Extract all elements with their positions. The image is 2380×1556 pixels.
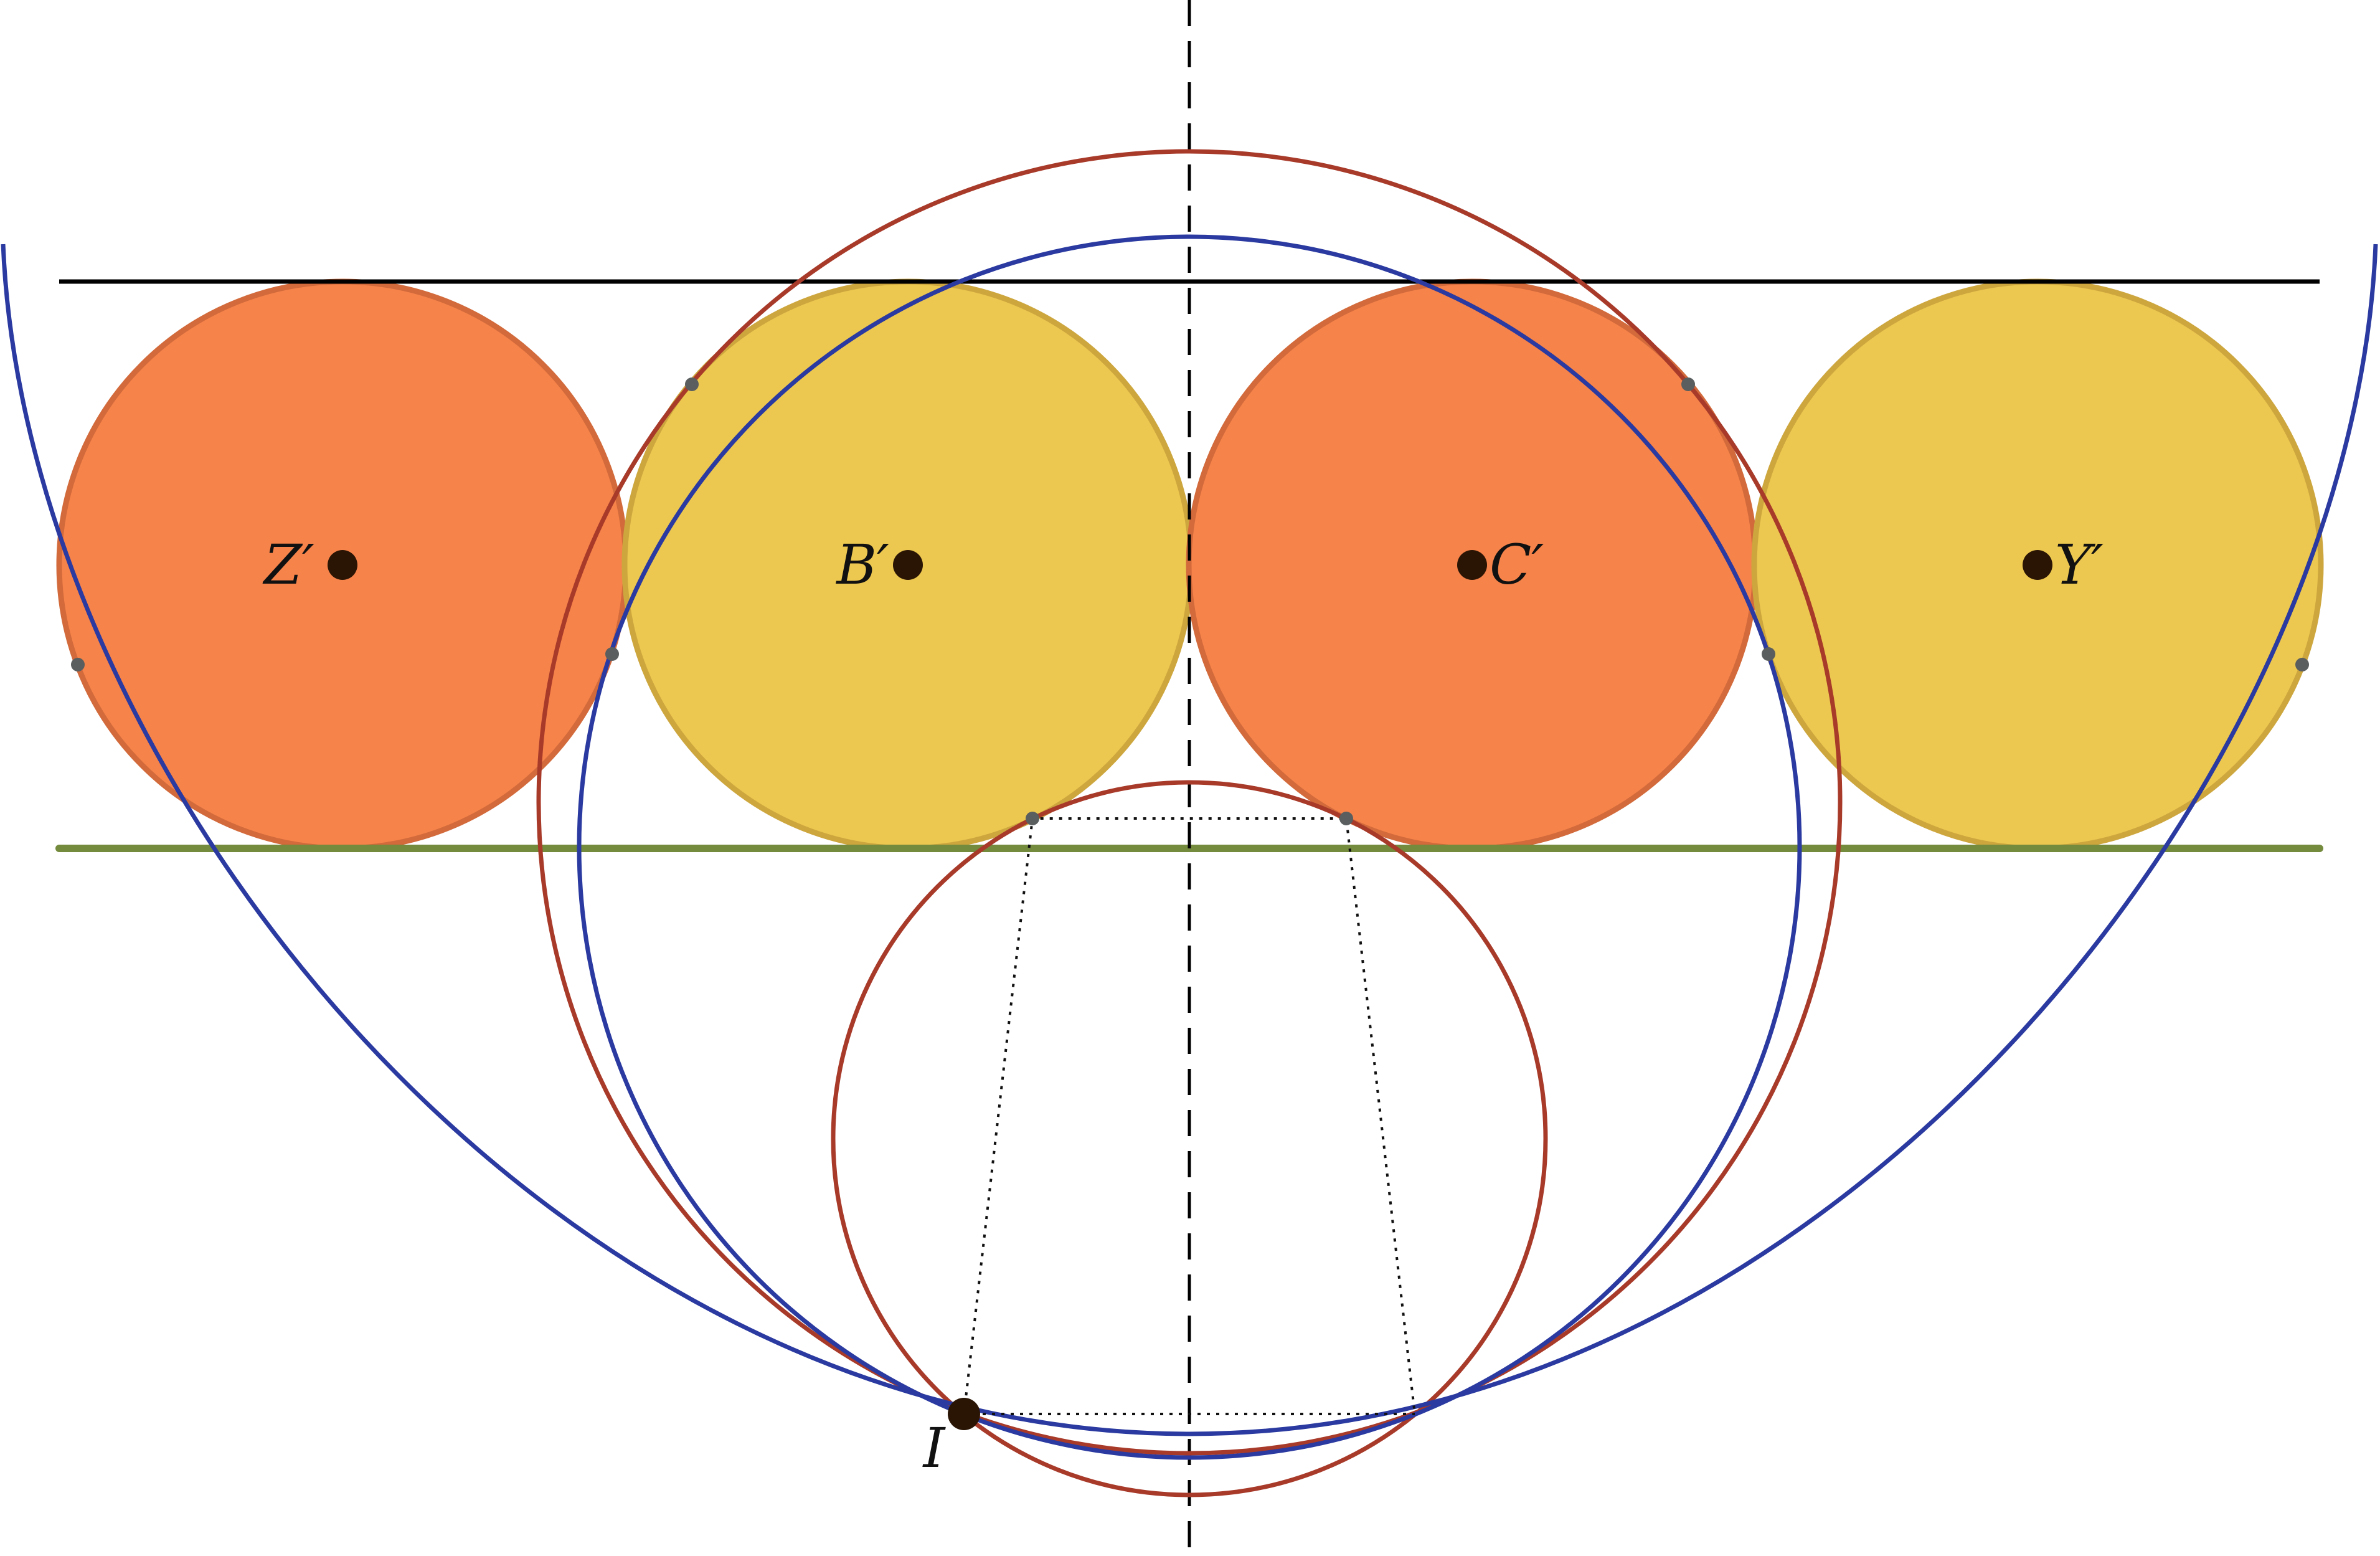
center-point-z-prime (328, 550, 357, 580)
tangency-point (605, 647, 619, 661)
label-b-prime: B′ (835, 533, 889, 597)
center-point-b-prime (893, 550, 923, 580)
tangency-point (1762, 647, 1775, 661)
tangency-point (71, 658, 85, 671)
tangency-points (71, 377, 2309, 825)
center-point-y-prime (2023, 550, 2052, 580)
label-z-prime: Z′ (262, 533, 314, 597)
label-i: I (922, 1416, 947, 1480)
tangency-point (1681, 377, 1695, 391)
blue-circle (577, 234, 1802, 1460)
small-red-circle (831, 780, 1548, 1497)
label-y-prime: Y′ (2055, 533, 2104, 597)
tangency-point (1339, 812, 1353, 825)
point-i (948, 1398, 980, 1430)
tangency-point (685, 377, 699, 391)
label-c-prime: C′ (1490, 533, 1544, 597)
large-red-circle (536, 149, 1843, 1456)
dotted-quadrilateral (963, 817, 1416, 1415)
tangency-point (1026, 812, 1039, 825)
tangency-point (2295, 658, 2309, 671)
blue-outer-arc (1, 244, 2378, 1436)
center-point-c-prime (1457, 550, 1487, 580)
